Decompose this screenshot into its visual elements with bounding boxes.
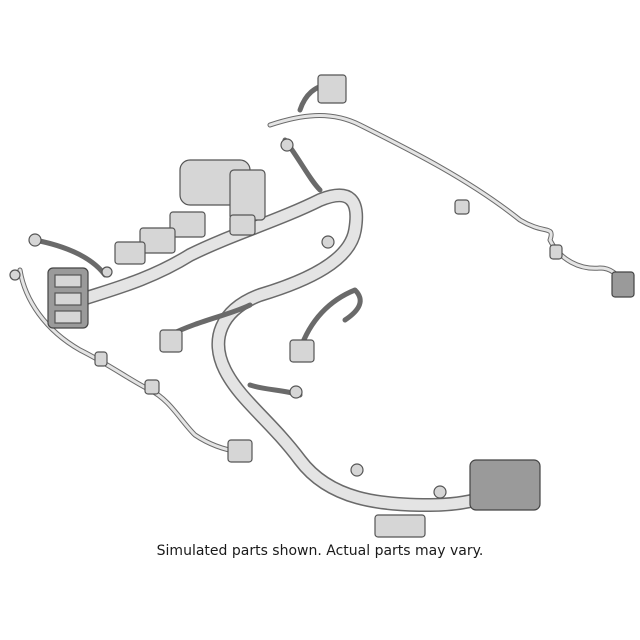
- connector-cluster-top: [114, 159, 266, 265]
- disclaimer-caption: Simulated parts shown. Actual parts may …: [156, 543, 484, 559]
- connectors-small: [9, 74, 635, 538]
- main-trunk: [73, 188, 527, 512]
- middle-branches: [167, 287, 363, 398]
- upper-right-branch: [267, 82, 628, 288]
- connector-block-left: [47, 267, 89, 329]
